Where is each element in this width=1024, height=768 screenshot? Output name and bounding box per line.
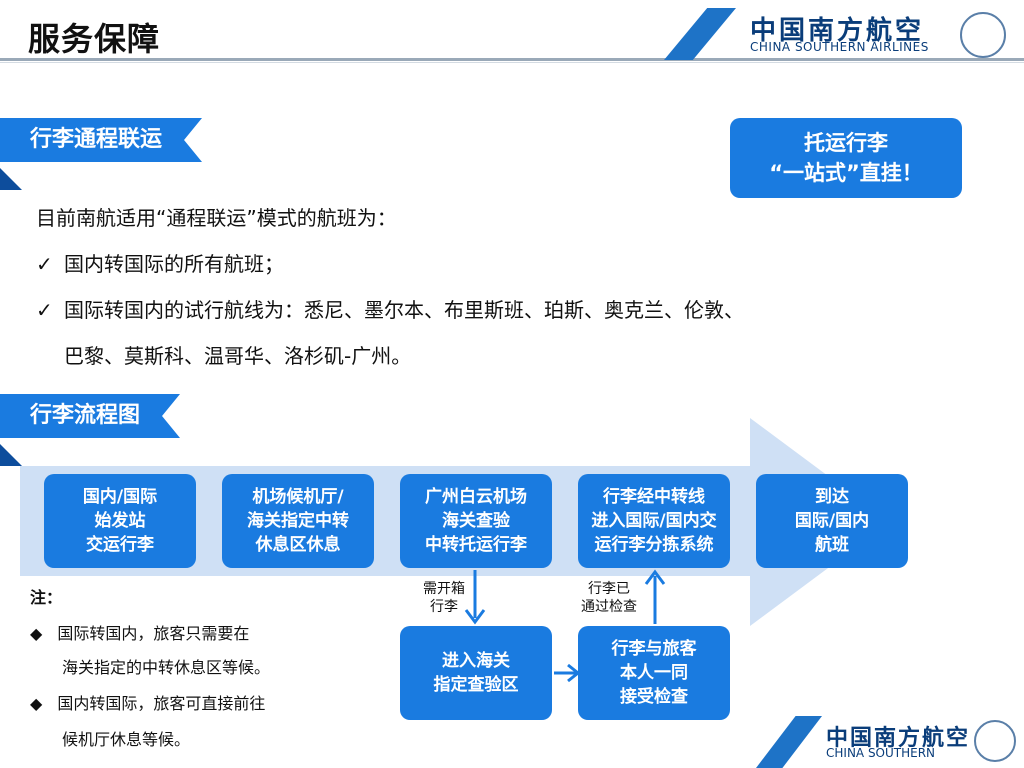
brand-name-cn: 中国南方航空 bbox=[750, 16, 925, 46]
step-arrival-flight: 到达 国际/国内 航班 bbox=[756, 474, 908, 568]
step-sorting-system: 行李经中转线 进入国际/国内交 运行李分拣系统 bbox=[578, 474, 730, 568]
page-title: 服务保障 bbox=[28, 20, 161, 58]
step-transit-lounge: 机场候机厅/ 海关指定中转 休息区休息 bbox=[222, 474, 374, 568]
callout-line1: 托运行李 bbox=[804, 131, 888, 155]
step-customs-area: 进入海关 指定查验区 bbox=[400, 626, 552, 720]
callout-box: 托运行李 “一站式”直挂！ bbox=[730, 118, 962, 198]
callout-line2: “一站式”直挂！ bbox=[769, 161, 923, 185]
bullet-text: 国内转国际的所有航班； bbox=[64, 252, 284, 276]
note-item-1: ◆ 国际转国内，旅客只需要在 bbox=[30, 624, 250, 643]
notes-title: 注： bbox=[30, 588, 63, 607]
section-tag-through-check: 行李通程联运 bbox=[0, 118, 202, 162]
arrow-down-icon bbox=[464, 570, 486, 625]
skyteam-icon bbox=[960, 12, 1006, 58]
footer-brand-name-en: CHINA SOUTHERN bbox=[826, 746, 936, 760]
step-joint-inspection: 行李与旅客 本人一同 接受检查 bbox=[578, 626, 730, 720]
check-icon: ✓ bbox=[36, 252, 53, 276]
diamond-bullet-icon: ◆ bbox=[30, 694, 43, 713]
brand-name-en: CHINA SOUTHERN AIRLINES bbox=[750, 40, 929, 54]
section-tag-fold bbox=[0, 168, 22, 190]
section-tag-baggage-flow: 行李流程图 bbox=[0, 394, 180, 438]
note-item-1-cont: 海关指定的中转休息区等候。 bbox=[62, 658, 271, 677]
brand-logo: 中国南方航空 CHINA SOUTHERN AIRLINES bbox=[664, 8, 1024, 60]
note-item-2-cont: 候机厅休息等候。 bbox=[62, 730, 191, 749]
bullet-continuation: 巴黎、莫斯科、温哥华、洛杉矶-广州。 bbox=[64, 344, 412, 368]
step-origin-checkin: 国内/国际 始发站 交运行李 bbox=[44, 474, 196, 568]
intro-text: 目前南航适用“通程联运”模式的航班为： bbox=[36, 206, 397, 230]
footer-brand-name-cn: 中国南方航空 bbox=[826, 726, 971, 751]
header-divider bbox=[0, 58, 1024, 61]
note-item-2: ◆ 国内转国际，旅客可直接前往 bbox=[30, 694, 266, 713]
kapok-logo-icon bbox=[664, 8, 736, 60]
skyteam-icon bbox=[974, 720, 1016, 762]
bullet-domestic-to-intl: ✓ 国内转国际的所有航班； bbox=[36, 248, 284, 277]
diamond-bullet-icon: ◆ bbox=[30, 624, 43, 643]
step-customs-inspection: 广州白云机场 海关查验 中转托运行李 bbox=[400, 474, 552, 568]
arrow-right-icon bbox=[554, 663, 581, 683]
footer-brand-logo: 中国南方航空 CHINA SOUTHERN bbox=[756, 716, 1024, 768]
header-divider-thin bbox=[0, 62, 1024, 63]
arrow-up-icon bbox=[644, 569, 666, 624]
kapok-logo-icon bbox=[756, 716, 822, 768]
bullet-intl-to-domestic: ✓ 国际转国内的试行航线为：悉尼、墨尔本、布里斯班、珀斯、奥克兰、伦敦、 bbox=[36, 294, 744, 323]
bullet-text: 国际转国内的试行航线为：悉尼、墨尔本、布里斯班、珀斯、奥克兰、伦敦、 bbox=[64, 298, 744, 322]
check-icon: ✓ bbox=[36, 298, 53, 322]
label-passed-inspection: 行李已 通过检查 bbox=[581, 581, 637, 615]
label-needs-opening: 需开箱 行李 bbox=[423, 581, 465, 615]
